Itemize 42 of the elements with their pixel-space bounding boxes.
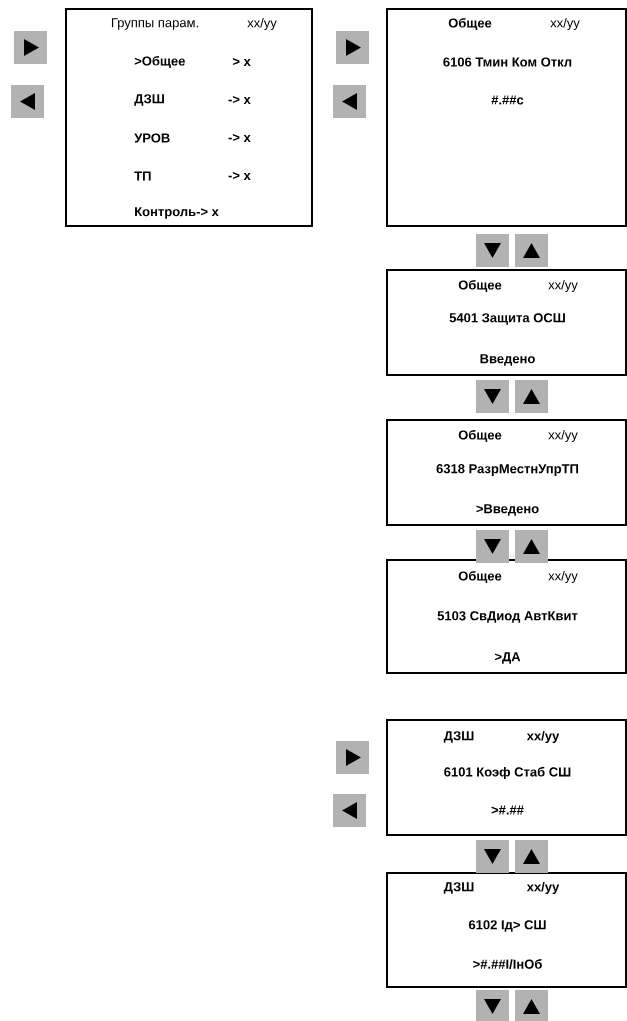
screen-text: Общее [458,570,502,584]
screen-text: 6102 Iд> СШ [468,920,546,932]
screen-text: xx/yy [548,429,578,443]
screen-text: Группы парам. [111,18,198,30]
screen-text: xx/yy [247,17,277,31]
screen-text: ДЗШ [134,94,164,106]
screen-box [386,719,627,836]
screen-text: xx/yy [526,730,560,744]
screen-text: #.##с [491,95,524,105]
screen-text: Общее [448,17,492,31]
screen-text: 6101 Коэф Стаб СШ [444,766,571,780]
screen-text: Общее [458,429,502,443]
screen-text: Введено [480,354,535,366]
screen-box [386,8,627,227]
screen-text: -> x [228,134,251,142]
screen-text: -> x [228,96,251,104]
screen-box [386,872,627,988]
screen-text: 6106 Тмин Ком Откл [443,57,572,67]
screen-text: xx/yy [548,570,578,584]
screen-text: 5103 СвДиод АвтКвит [437,611,578,623]
screen-text: xx/yy [550,17,580,31]
screen-box [65,8,313,227]
screen-text: xx/yy [526,881,560,895]
screen-text: Общее [458,279,502,293]
screen-text: ДЗШ [443,882,474,894]
screen-text: >ДА [494,652,521,664]
screen-box [386,269,627,376]
screen-text: Контроль-> x [135,207,219,219]
screen-text: 5401 Защита ОСШ [449,313,565,325]
screen-text: >Введено [476,504,539,516]
screen-text: -> x [228,172,251,180]
screen-box [386,419,627,526]
screen-text: > x [232,58,251,66]
screen-box [386,559,627,674]
screen-text: ТП [134,171,151,181]
screen-text: >#.##I/IнОб [473,959,542,969]
screen-text: ДЗШ [443,731,474,743]
screen-text: 6318 РазрМестнУпрТП [436,464,579,476]
screen-text: >#.## [491,805,524,815]
screen-text: xx/yy [548,279,578,293]
screen-text: >Общее [134,55,185,69]
screen-text: УРОВ [134,133,170,143]
